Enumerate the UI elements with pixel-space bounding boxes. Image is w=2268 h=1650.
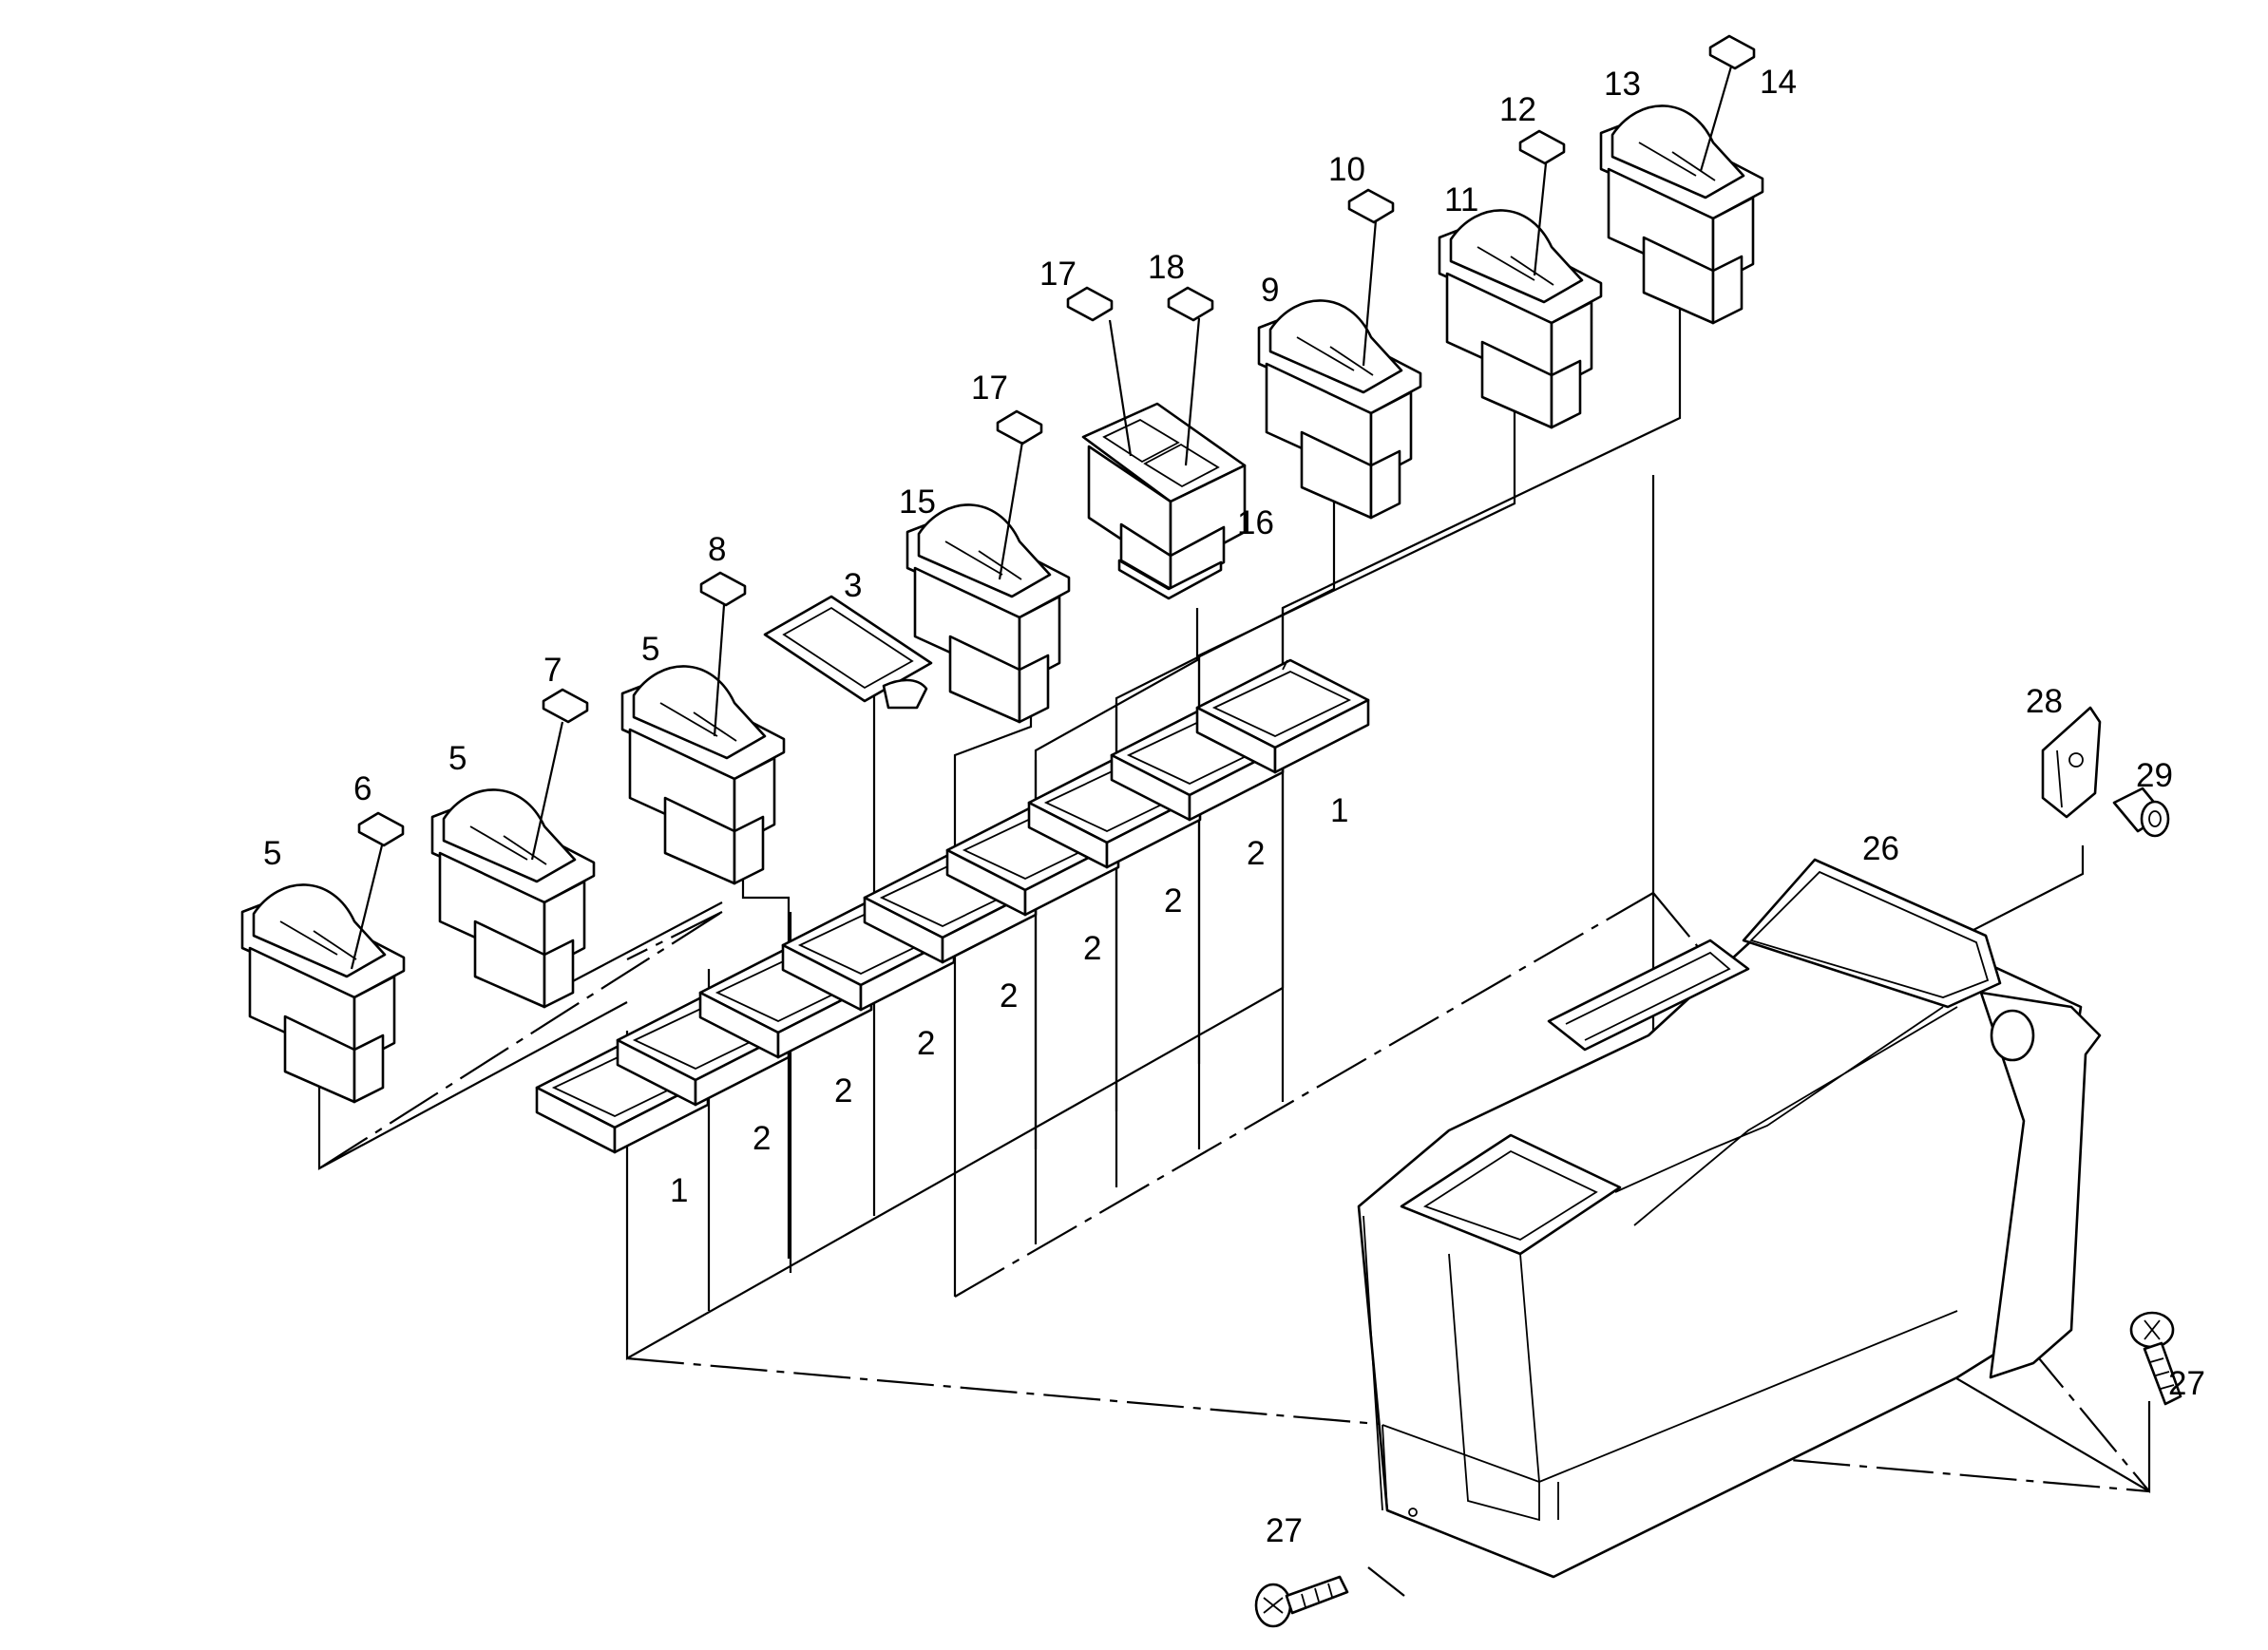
item-number: 18 xyxy=(1148,249,1185,286)
rocker-switch-icon[interactable] xyxy=(905,503,1071,724)
console-housing-26[interactable] xyxy=(1357,858,2102,1579)
item-number: 27 xyxy=(1266,1512,1303,1549)
item-number: 8 xyxy=(708,531,726,568)
screw-icon[interactable] xyxy=(1254,1575,1349,1628)
rocker-switch-icon[interactable] xyxy=(1438,209,1603,429)
rocker-switch-icon[interactable] xyxy=(1599,104,1764,325)
rocker-switch-icon[interactable] xyxy=(1257,299,1422,520)
item-number: 13 xyxy=(1604,66,1641,103)
item-number: 12 xyxy=(1499,91,1536,128)
symbol-insert-icon[interactable] xyxy=(542,688,589,724)
symbol-insert-icon[interactable] xyxy=(1066,286,1114,322)
clip-28[interactable] xyxy=(2041,706,2102,819)
item-number: 2 xyxy=(1247,835,1265,872)
item-number: 2 xyxy=(1083,930,1101,967)
symbol-insert-icon[interactable] xyxy=(1167,286,1214,322)
item-number: 10 xyxy=(1328,151,1365,188)
item-number: 6 xyxy=(353,770,372,807)
item-number: 26 xyxy=(1862,830,1899,867)
item-number: 7 xyxy=(543,652,562,689)
symbol-insert-icon[interactable] xyxy=(1708,34,1756,70)
symbol-inserts xyxy=(357,34,1756,847)
symbol-insert-icon[interactable] xyxy=(996,409,1043,446)
item-number: 5 xyxy=(641,631,659,668)
symbol-insert-icon[interactable] xyxy=(1518,129,1566,165)
symbol-insert-icon[interactable] xyxy=(699,571,747,607)
item-number: 17 xyxy=(971,370,1008,407)
item-number: 9 xyxy=(1261,272,1279,309)
item-number: 2 xyxy=(753,1120,771,1157)
item-labels: 5 6 5 7 5 8 3 15 17 17 18 16 9 10 11 12 … xyxy=(263,64,2205,1549)
item-number: 28 xyxy=(2026,683,2063,720)
item-number: 14 xyxy=(1760,64,1797,101)
item-number: 2 xyxy=(1000,977,1018,1015)
item-number: 2 xyxy=(1164,882,1182,920)
item-number: 2 xyxy=(834,1072,852,1109)
item-number: 17 xyxy=(1039,256,1077,293)
cover-plate-3[interactable] xyxy=(763,595,933,710)
rocker-switch-icon[interactable] xyxy=(620,665,786,885)
item-number: 15 xyxy=(899,484,936,521)
item-number: 1 xyxy=(670,1172,688,1209)
item-number: 27 xyxy=(2168,1365,2205,1402)
symbol-insert-icon[interactable] xyxy=(1347,188,1395,224)
item-number: 3 xyxy=(844,567,862,604)
rocker-switches xyxy=(240,104,1764,1104)
item-number: 11 xyxy=(1444,181,1478,218)
double-switch-16[interactable] xyxy=(1081,402,1247,600)
rocker-switch-icon[interactable] xyxy=(240,883,406,1104)
item-number: 5 xyxy=(263,835,281,872)
item-number: 5 xyxy=(448,740,467,777)
cap-leaders xyxy=(350,66,1733,970)
item-number: 1 xyxy=(1330,792,1348,829)
item-number: 2 xyxy=(917,1025,935,1062)
symbol-insert-icon[interactable] xyxy=(357,811,405,847)
nut-29[interactable] xyxy=(2112,787,2170,838)
item-number: 29 xyxy=(2136,757,2173,794)
item-number: 16 xyxy=(1237,504,1274,541)
rocker-switch-icon[interactable] xyxy=(430,788,596,1009)
